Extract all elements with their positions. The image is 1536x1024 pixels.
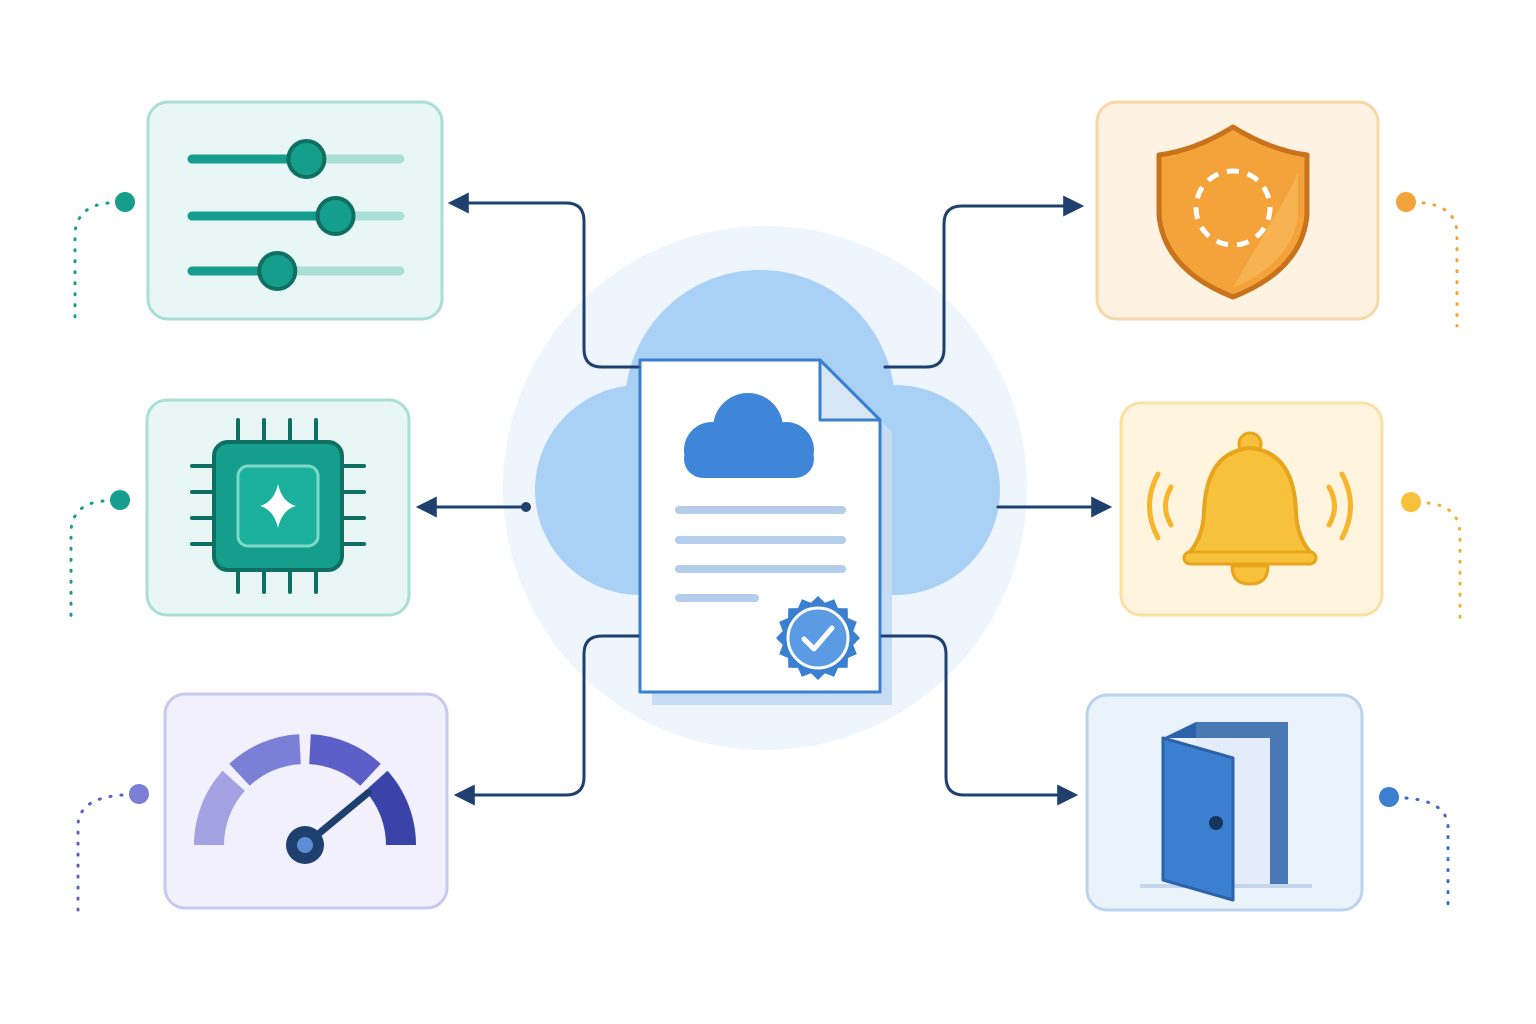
- verified-check-badge-icon: [776, 596, 860, 680]
- dotted-lead-exit: [1379, 787, 1450, 912]
- connectors: [415, 192, 1113, 806]
- connector-processor-start-dot: [521, 502, 531, 512]
- ringing-bell-icon: [1147, 431, 1353, 586]
- central-hub: [503, 226, 1027, 750]
- slider-knob: [286, 139, 327, 179]
- connector-exit: [880, 634, 1079, 806]
- dotted-lead-performance: [76, 784, 149, 912]
- node-settings[interactable]: [146, 100, 444, 321]
- slider-knob: [257, 251, 298, 291]
- document-cloud-icon: [684, 393, 814, 478]
- shield-icon: [1156, 124, 1310, 300]
- node-performance[interactable]: [163, 692, 449, 910]
- dotted-lead-notifications: [1401, 492, 1462, 626]
- speedometer-gauge-icon: [194, 734, 416, 864]
- gauge-hub-center: [297, 837, 313, 853]
- node-notifications[interactable]: [1119, 401, 1384, 617]
- connector-settings: [447, 192, 640, 369]
- node-exit[interactable]: [1085, 693, 1364, 912]
- ai-chip-icon: [190, 418, 366, 594]
- node-security[interactable]: [1095, 100, 1380, 321]
- gauge-segment: [229, 734, 302, 787]
- document-text-lines: [675, 506, 846, 602]
- open-door-icon: [1140, 722, 1312, 902]
- sliders-icon: [187, 139, 405, 291]
- gauge-segment: [194, 770, 246, 846]
- gauge-segment: [364, 770, 416, 846]
- connector-security: [883, 195, 1085, 369]
- dotted-lead-processor: [69, 490, 130, 626]
- node-processor[interactable]: [145, 398, 411, 617]
- gauge-segment: [308, 734, 381, 787]
- dotted-lead-security: [1396, 192, 1459, 328]
- document-icon: [638, 358, 892, 705]
- dotted-lead-settings: [73, 192, 135, 328]
- connector-performance: [453, 634, 640, 806]
- slider-knob: [315, 196, 356, 236]
